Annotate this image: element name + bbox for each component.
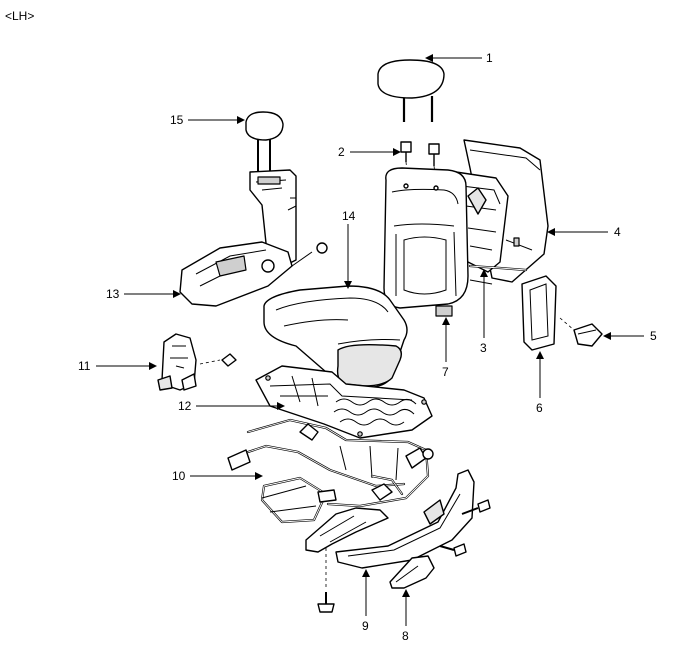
part-9-side-trim <box>335 469 475 569</box>
callout-15: 15 <box>170 113 184 127</box>
part-15-headrest <box>245 111 284 180</box>
part-2-guides <box>400 141 440 181</box>
callout-10: 10 <box>172 469 186 483</box>
bolt-bottom <box>317 592 335 613</box>
part-8-end-cap <box>389 555 435 589</box>
callout-8: 8 <box>402 629 409 643</box>
part-3-strap <box>468 264 528 285</box>
callout-7: 7 <box>442 365 449 379</box>
bolts <box>317 499 491 613</box>
part-1-headrest <box>377 59 445 122</box>
callout-6: 6 <box>536 401 543 415</box>
callout-2: 2 <box>338 145 345 159</box>
bolt-right-lower <box>439 543 467 557</box>
callout-1: 1 <box>486 51 493 65</box>
callout-4: 4 <box>614 225 621 239</box>
callout-9: 9 <box>362 619 369 633</box>
part-12-seat-frame <box>255 365 433 439</box>
leader-lines <box>96 54 644 626</box>
callout-3: 3 <box>480 341 487 355</box>
part-13-armrest <box>179 169 328 307</box>
seatback-frame <box>455 171 509 273</box>
part-14-seat-cushion <box>263 285 408 389</box>
seatback-cushion <box>383 167 469 317</box>
part-11-bracket <box>157 333 237 391</box>
part-5-knob <box>559 317 603 347</box>
callout-14: 14 <box>342 209 356 223</box>
callout-11: 11 <box>78 359 91 373</box>
part-6-trim-cover <box>521 275 557 351</box>
callout-5: 5 <box>650 329 657 343</box>
callouts: 1 2 3 4 5 6 7 8 9 10 11 12 13 14 15 <box>78 51 657 643</box>
callout-12: 12 <box>178 399 192 413</box>
seat-rail-foot <box>305 507 389 590</box>
side-header: <LH> <box>5 9 34 23</box>
part-10-lower-frame <box>227 418 434 524</box>
bolt-right-upper <box>461 499 491 515</box>
callout-13: 13 <box>106 287 120 301</box>
